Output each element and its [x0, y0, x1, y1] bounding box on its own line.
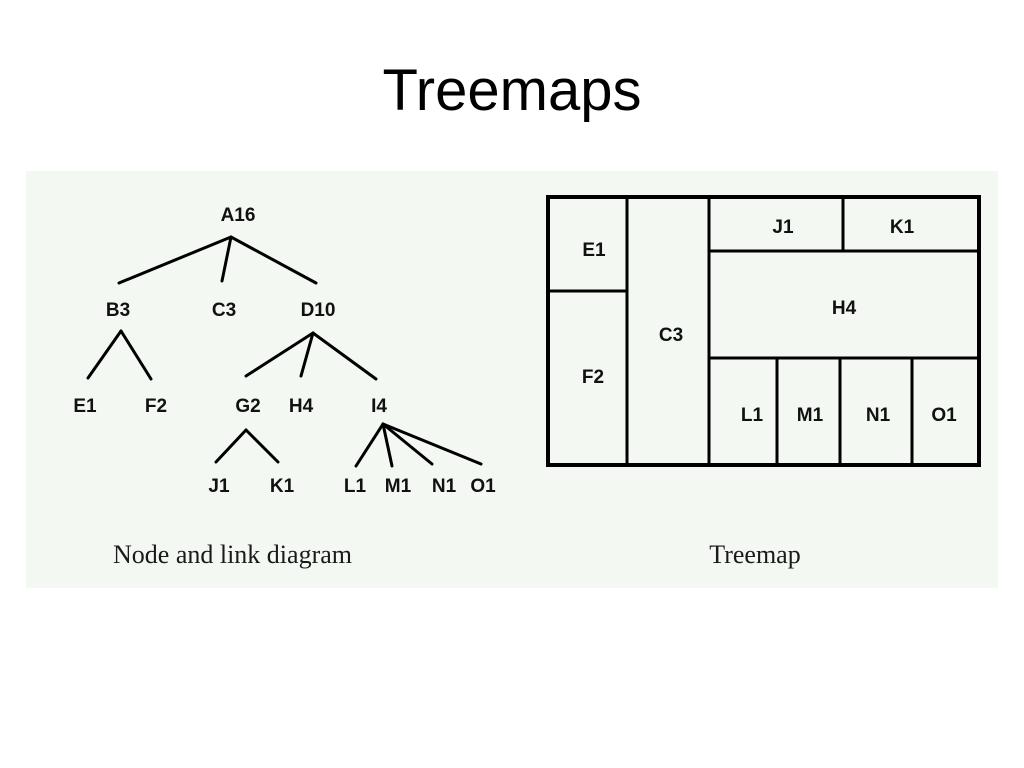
- edge-i-o: [381, 422, 483, 466]
- treemap-label-e: E1: [582, 240, 606, 261]
- figure-panel: A16 B3 C3 D10 E1 F2 G2 H4 I4 J1 K1 L1 M1…: [26, 171, 998, 588]
- node-a: A16: [221, 205, 256, 226]
- treemap-label-j: J1: [772, 217, 794, 238]
- treemap-label-k: K1: [890, 217, 915, 238]
- edge-d-h: [299, 331, 315, 378]
- node-m: M1: [385, 476, 412, 497]
- node-f: F2: [145, 396, 167, 417]
- treemap-label-o: O1: [931, 405, 957, 426]
- treemap: E1 F2 C3 J1 K1 H4 L1 M1 N1 O1 Treemap: [546, 195, 981, 569]
- panel-background: [26, 171, 998, 588]
- figure-svg: A16 B3 C3 D10 E1 F2 G2 H4 I4 J1 K1 L1 M1…: [26, 171, 998, 588]
- treemap-label-c: C3: [659, 325, 683, 346]
- edge-b-e: [86, 329, 123, 380]
- treemap-label-h: H4: [832, 298, 857, 319]
- node-n: N1: [432, 476, 457, 497]
- node-b: B3: [106, 300, 130, 321]
- edge-b-f: [119, 329, 153, 381]
- edge-g-k: [244, 428, 280, 464]
- node-o: O1: [470, 476, 496, 497]
- node-g: G2: [235, 396, 260, 417]
- node-k: K1: [270, 476, 295, 497]
- node-c: C3: [212, 300, 236, 321]
- treemap-cell-o: [910, 356, 981, 467]
- node-i: I4: [371, 396, 387, 417]
- node-h: H4: [289, 396, 314, 417]
- treemap-caption: Treemap: [709, 540, 800, 569]
- edge-a-b: [117, 235, 233, 285]
- edge-a-c: [220, 235, 233, 283]
- edge-i-m: [381, 422, 394, 468]
- slide-title: Treemaps: [382, 58, 642, 123]
- node-link-caption: Node and link diagram: [113, 540, 352, 569]
- edge-i-l: [354, 422, 385, 468]
- treemap-label-m: M1: [797, 405, 824, 426]
- treemap-label-l: L1: [741, 405, 764, 426]
- edge-g-j: [214, 428, 248, 464]
- node-l: L1: [344, 476, 367, 497]
- treemap-label-n: N1: [866, 405, 891, 426]
- node-e: E1: [73, 396, 97, 417]
- edge-a-d: [229, 235, 318, 285]
- treemap-label-f: F2: [582, 367, 604, 388]
- edge-i-n: [381, 422, 434, 466]
- edge-d-i: [311, 331, 378, 381]
- node-d: D10: [301, 300, 336, 321]
- node-link-diagram: A16 B3 C3 D10 E1 F2 G2 H4 I4 J1 K1 L1 M1…: [73, 205, 496, 569]
- node-j: J1: [208, 476, 230, 497]
- edge-d-g: [244, 331, 315, 378]
